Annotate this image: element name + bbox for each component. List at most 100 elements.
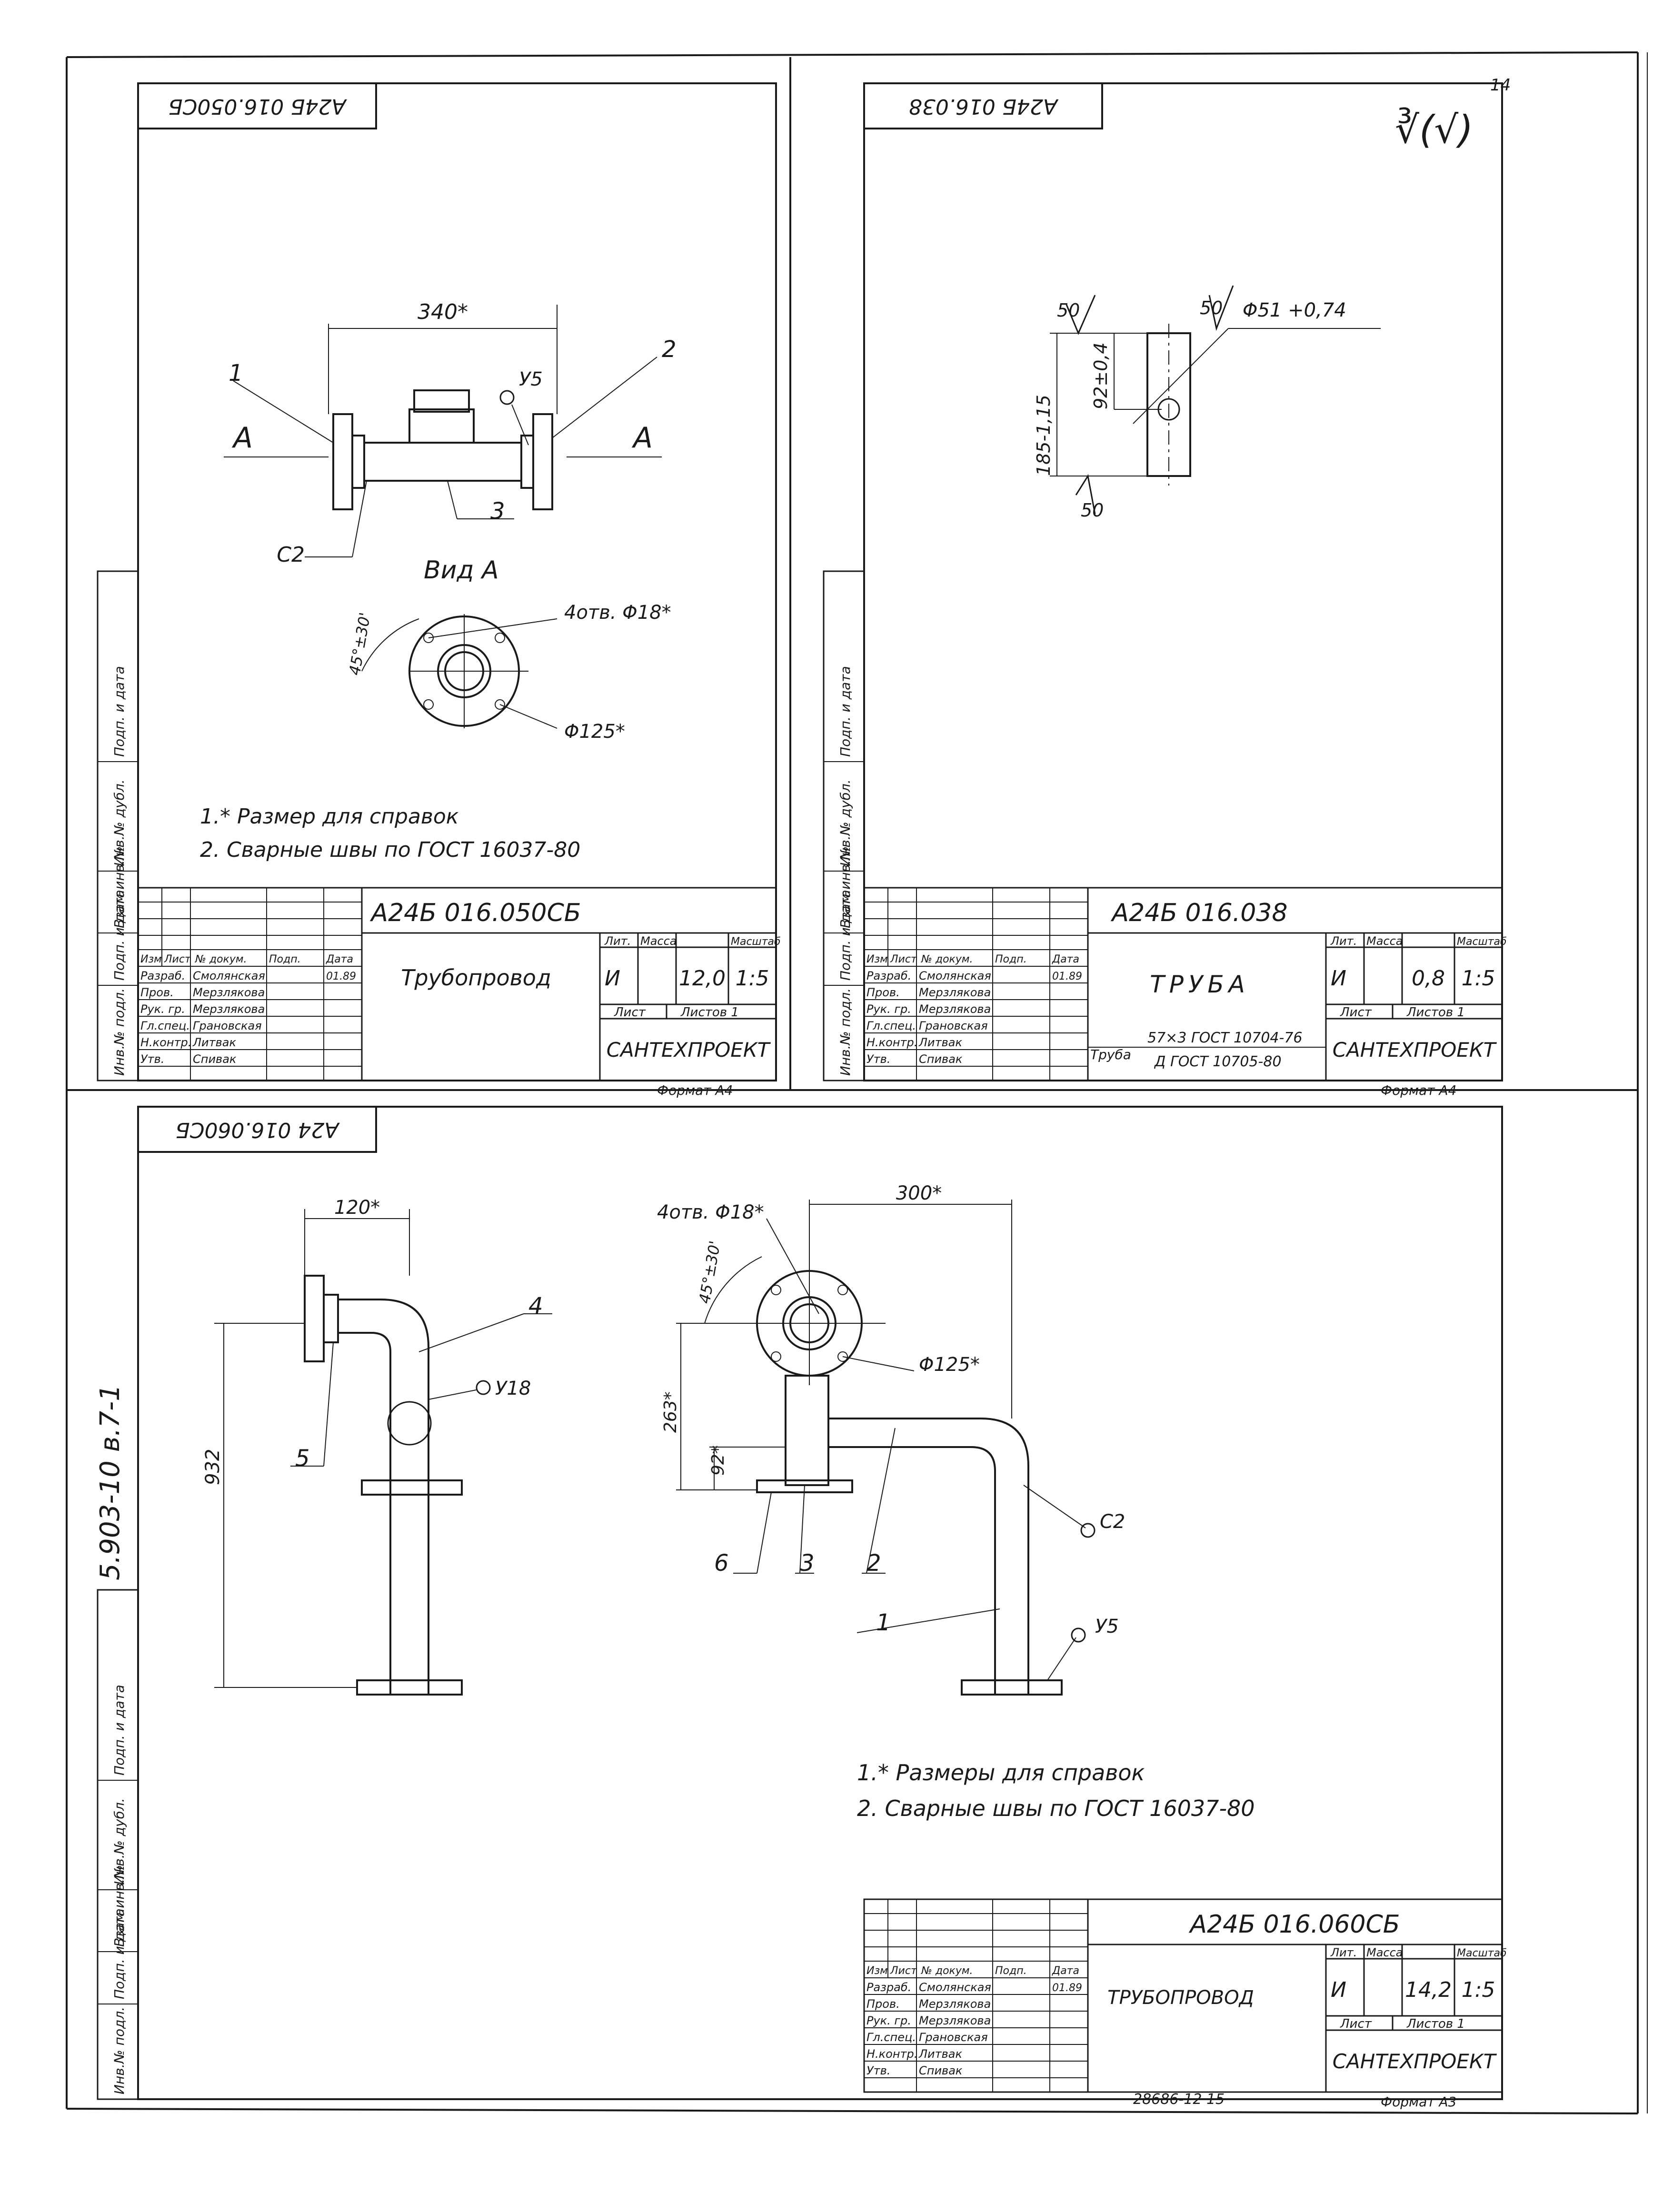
date: 01.89 — [326, 971, 356, 982]
title-name: ТРУБОПРОВОД — [1107, 1987, 1254, 2009]
scale-value: 1:5 — [1462, 1978, 1495, 2002]
dim-diameter: Φ125* — [919, 1354, 980, 1376]
side-label-3: Взам.инв.№ — [837, 846, 853, 928]
dim-weld: С2 — [277, 543, 305, 567]
header-list: Лист — [890, 1965, 917, 1977]
dim-holes: 4отв. Φ18* — [564, 602, 671, 624]
name-4: Грановская — [919, 1019, 988, 1032]
note-1: 1.* Размеры для справок — [857, 1760, 1145, 1785]
note-1: 1.* Размер для справок — [200, 804, 459, 829]
pos-2: 2 — [662, 336, 677, 363]
lit-value: И — [1331, 966, 1346, 991]
role-2: Пров. — [866, 1997, 900, 2011]
header-izm: Изм — [140, 953, 162, 965]
roughness-top: 50 — [1200, 298, 1223, 318]
rotated-code: А24Б 016.038 — [909, 94, 1059, 119]
dim-left-width: 120* — [334, 1197, 380, 1219]
dim-offset: 92±0,4 — [1090, 342, 1111, 409]
header-sign: Подп. — [995, 953, 1027, 965]
tee-pipe-drawing — [224, 305, 662, 557]
side-label-1: Инв.№ подл. — [111, 2007, 127, 2094]
drawing-top-left: А24Б 016.050СБ Инв.№ подл. Подп. и дата … — [97, 82, 781, 1098]
org-name: САНТЕХПРОЕКТ — [1333, 2050, 1497, 2073]
note-2: 2. Сварные швы по ГОСТ 16037-80 — [200, 838, 580, 862]
dim-angle: 45°±30' — [695, 1240, 724, 1305]
header-doc: № докум. — [921, 953, 973, 965]
role-5: Н.контр. — [140, 1036, 191, 1049]
title-name: ТРУБА — [1150, 971, 1250, 998]
role-6: Утв. — [866, 2064, 890, 2077]
col-scale: Масштаб — [1457, 1947, 1507, 1959]
side-label-4: Инв.№ дубл. — [111, 779, 127, 866]
code-box — [137, 82, 377, 129]
col-lit: Лит. — [604, 934, 631, 948]
name-4: Грановская — [193, 1019, 262, 1032]
col-mass: Масса — [640, 934, 677, 948]
pos-2: 2 — [866, 1550, 881, 1577]
col-mass: Масса — [1366, 1946, 1403, 1959]
format-label: Формат А4 — [1381, 1082, 1456, 1098]
side-column: Инв.№ подл. Подп. и дата Взам.инв.№ Инв.… — [823, 570, 865, 1081]
sheet-label: Лист — [1340, 1005, 1372, 1020]
sheet-frame — [66, 51, 1648, 2114]
code-box — [863, 82, 1103, 129]
name-5: Литвак — [918, 1036, 962, 1049]
side-label-4: Инв.№ дубл. — [837, 779, 853, 866]
org-name: САНТЕХПРОЕКТ — [607, 1038, 771, 1061]
note-2: 2. Сварные швы по ГОСТ 16037-80 — [857, 1795, 1255, 1821]
roughness-bottom: 50 — [1081, 500, 1104, 521]
flange-view-a — [361, 614, 558, 729]
side-label-3: Взам.инв.№ — [111, 1865, 127, 1947]
name-3: Мерзлякова — [193, 1002, 265, 1016]
role-5: Н.контр. — [866, 1036, 917, 1049]
format-label: Формат А4 — [657, 1082, 733, 1098]
role-4: Гл.спец. — [866, 1019, 916, 1032]
title-name: Трубопровод — [401, 965, 551, 991]
roughness-top-left: 50 — [1057, 300, 1080, 321]
title-code: А24Б 016.050СБ — [370, 899, 581, 927]
col-lit: Лит. — [1330, 934, 1357, 948]
role-5: Н.контр. — [866, 2047, 917, 2061]
side-column: Инв.№ подл. Подп. и дата Взам.инв.№ Инв.… — [97, 1589, 139, 2100]
name-6: Спивак — [919, 1052, 963, 1066]
name-3: Мерзлякова — [919, 1002, 991, 1016]
tube-drawing — [1050, 285, 1381, 515]
name-2: Мерзлякова — [193, 986, 265, 999]
dim-offset: 92* — [708, 1445, 728, 1476]
dim-vent-left: У18 — [495, 1378, 531, 1399]
title-block: Изм Лист № докум. Подп. Дата Разраб. Про… — [863, 887, 1507, 1098]
dim-span: 300* — [896, 1182, 942, 1204]
name-6: Спивак — [919, 2064, 963, 2077]
date: 01.89 — [1052, 971, 1082, 982]
right-assembly-drawing — [676, 1200, 1095, 1696]
name-3: Мерзлякова — [919, 2014, 991, 2027]
role-4: Гл.спец. — [140, 1019, 190, 1032]
name-2: Мерзлякова — [919, 1997, 991, 2011]
side-label-2: Подп. и дата — [111, 890, 127, 981]
sheets-label: Листов 1 — [1406, 2017, 1465, 2031]
material-prefix: Труба — [1090, 1047, 1131, 1062]
sheet-number: 14 — [1490, 76, 1511, 95]
side-label-5: Подп. и дата — [111, 666, 127, 757]
title-code: А24Б 016.060СБ — [1189, 1910, 1400, 1939]
rotated-code: А24 016.060СБ — [176, 1118, 340, 1142]
role-1: Разраб. — [866, 1981, 911, 1994]
side-label-4: Инв.№ дубл. — [111, 1798, 127, 1885]
role-3: Рук. гр. — [140, 1002, 185, 1016]
pos-1: 1 — [229, 360, 243, 387]
dim-diameter: Φ125* — [564, 721, 625, 743]
name-4: Грановская — [919, 2031, 988, 2044]
name-5: Литвак — [918, 2047, 962, 2061]
col-mass: Масса — [1366, 934, 1403, 948]
side-label-5: Подп. и дата — [111, 1685, 127, 1776]
sheet-label: Лист — [1340, 2017, 1372, 2031]
header-date: Дата — [326, 953, 353, 965]
header-sign: Подп. — [995, 1965, 1027, 1977]
drawing-bottom: А24 016.060СБ 5.903-10 в.7-1 28686-12 15… — [95, 1106, 1507, 2110]
header-date: Дата — [1052, 1965, 1079, 1977]
role-4: Гл.спец. — [866, 2031, 916, 2044]
pos-3: 3 — [490, 498, 505, 525]
date: 01.89 — [1052, 1982, 1082, 1994]
role-1: Разраб. — [866, 969, 911, 982]
sheet-label: Лист — [614, 1005, 646, 1020]
